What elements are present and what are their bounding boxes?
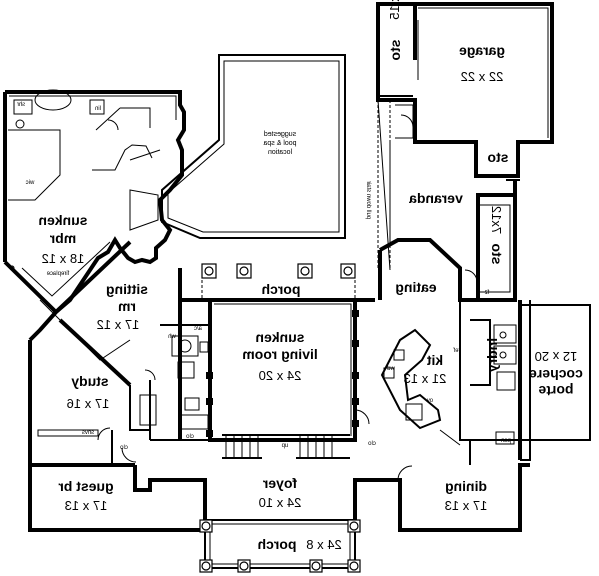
veranda-label: veranda (409, 190, 463, 206)
dining-dim: 17 x 13 (445, 498, 488, 513)
sitting-label-1: sitting (106, 281, 148, 297)
sto-lower-label: sto (488, 149, 509, 165)
porch-rear-label: porch (262, 281, 301, 297)
fz-label: fz (485, 290, 490, 296)
ac-label: a/c (194, 326, 202, 332)
living-label-1: sunken (255, 329, 304, 345)
rear-porch-columns (201, 263, 356, 300)
pull-down-label: pull down stair (365, 181, 371, 219)
pool-label-1: suggested (264, 131, 296, 138)
pool-outline (161, 54, 346, 239)
guest-dim: 17 x 13 (65, 498, 108, 513)
garage-dim: 22 x 22 (461, 69, 504, 84)
lin-label: lin (95, 106, 101, 112)
wic-label: wic (26, 180, 36, 186)
porte-label-1: porte (538, 383, 573, 399)
kitchen-island (380, 300, 520, 465)
porte-cochere (520, 300, 591, 461)
porch-front-label: porch (258, 536, 297, 552)
kit-label: kit (426, 352, 443, 368)
sto-upper-label: sto (387, 40, 403, 61)
sitting-label-2: rm (118, 298, 136, 314)
ov-label: ov (427, 398, 433, 404)
pool-label-3: location (268, 149, 292, 156)
front-porch (199, 519, 361, 573)
clo-study-label: clo (120, 445, 128, 451)
clo-bath-label: clo (186, 434, 194, 440)
guest-label: guest br (58, 478, 114, 494)
sto-right-dim: 7x12 (489, 206, 504, 234)
study-dim: 17 x 16 (67, 396, 110, 411)
door-swings (121, 269, 478, 481)
porch-front-dim: 24 x 8 (306, 537, 341, 552)
mbr-label-1: sunken (38, 212, 87, 228)
living-label-2: living room (242, 346, 317, 362)
sto-upper-dim: 6 x 15 (387, 0, 402, 20)
mbr-dim: 18 x 12 (42, 251, 85, 266)
garage-doors (417, 20, 549, 120)
eating-label: eating (395, 279, 436, 295)
up-label: up (281, 443, 288, 449)
ref-label: ref (453, 348, 460, 354)
garage-label: garage (459, 42, 505, 58)
sto-right-label: sto (489, 244, 505, 265)
pan-label: pan (501, 438, 511, 444)
hall-bath (139, 324, 211, 441)
dining-label: dining (445, 478, 487, 494)
master-walls (3, 89, 186, 314)
study-shelves (9, 265, 150, 465)
clo-foyer-label: clo (368, 441, 376, 447)
wd-label: wd (387, 366, 396, 372)
porte-label-2: cochere (529, 367, 583, 383)
foyer-dim: 24 x 10 (259, 495, 302, 510)
kit-dim: 21 x 13 (404, 371, 447, 386)
wh-label: wh (168, 334, 177, 340)
sitting-dim: 17 x 12 (97, 317, 140, 332)
mbr-label-2: mbr (49, 230, 76, 246)
lndry-label: lndry (484, 338, 500, 372)
pool-label-2: pool & spa (263, 140, 296, 147)
stair (222, 434, 350, 459)
foyer-label: foyer (262, 475, 297, 491)
garage-walls (376, 2, 554, 271)
study-label: study (71, 373, 109, 389)
main-walls (28, 238, 530, 532)
living-dim: 24 x 20 (259, 368, 302, 383)
porte-dim: 12 x 20 (535, 349, 578, 364)
shr-label: shr (17, 102, 25, 108)
fireplace-label: fireplace (46, 271, 69, 277)
shvs-label: shvs (82, 430, 94, 436)
